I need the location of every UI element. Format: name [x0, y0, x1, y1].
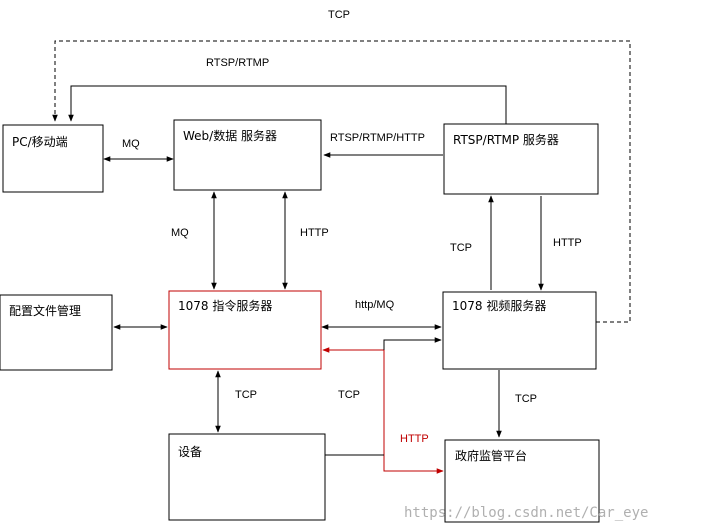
label-tcp-cmd-device: TCP [235, 389, 257, 401]
node-config: 配置文件管理 [0, 294, 113, 371]
node-video-server: 1078 视频服务器 [442, 291, 597, 370]
label-mq-pc-web: MQ [122, 138, 140, 150]
label-rtsp-rtmp-top: RTSP/RTMP [206, 57, 269, 69]
node-web-server: Web/数据 服务器 [173, 119, 322, 191]
edge-device-to-video [383, 337, 442, 350]
edge-rtsp-to-pc [68, 85, 507, 124]
node-gov-platform-label: 政府监管平台 [455, 448, 527, 463]
node-device: 设备 [168, 433, 326, 521]
label-http-rtsp-video: HTTP [553, 237, 582, 249]
edge-tcp-video-to-pc [52, 40, 631, 323]
label-mq-web-cmd: MQ [171, 227, 189, 239]
label-rtsp-rtmp-http: RTSP/RTMP/HTTP [330, 132, 425, 144]
label-tcp-top: TCP [328, 9, 350, 21]
label-tcp-video-gov: TCP [515, 393, 537, 405]
watermark: https://blog.csdn.net/Car_eye [404, 505, 648, 521]
node-pc-label: PC/移动端 [12, 135, 68, 149]
node-device-label: 设备 [178, 445, 202, 459]
node-rtsp-server: RTSP/RTMP 服务器 [443, 123, 599, 195]
node-video-server-label: 1078 视频服务器 [452, 298, 546, 313]
node-gov-platform: 政府监管平台 [444, 439, 600, 523]
label-tcp-device-video: TCP [338, 389, 360, 401]
node-config-label: 配置文件管理 [9, 303, 81, 318]
node-cmd-server: 1078 指令服务器 [168, 290, 322, 370]
label-http-red: HTTP [400, 433, 429, 445]
edge-red-http-to-gov [383, 350, 444, 474]
node-rtsp-server-label: RTSP/RTMP 服务器 [453, 132, 559, 147]
node-cmd-server-label: 1078 指令服务器 [178, 298, 272, 313]
node-web-server-label: Web/数据 服务器 [183, 128, 277, 143]
node-pc: PC/移动端 [2, 124, 104, 193]
label-http-web-cmd: HTTP [300, 227, 329, 239]
label-tcp-video-rtsp: TCP [450, 242, 472, 254]
label-http-mq: http/MQ [355, 299, 395, 311]
